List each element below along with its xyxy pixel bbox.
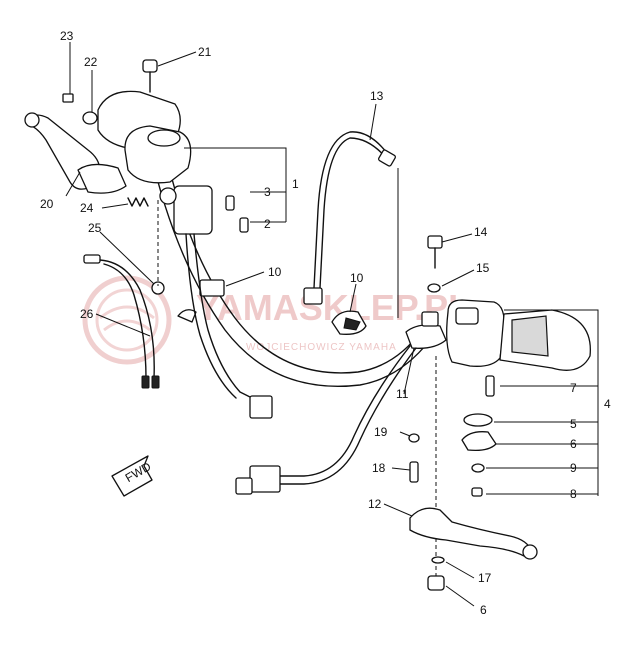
callout-24: 24 — [80, 201, 94, 215]
callout-6: 6 — [570, 437, 577, 451]
screw-23 — [62, 93, 74, 103]
right-switch-wiring — [235, 345, 417, 495]
callout-15: 15 — [476, 261, 490, 275]
screw-8 — [471, 487, 483, 497]
nut-22 — [82, 111, 98, 125]
callout-21: 21 — [198, 45, 212, 59]
callout-2: 2 — [264, 217, 271, 231]
callout-9: 9 — [570, 461, 577, 475]
callout-22: 22 — [84, 55, 98, 69]
left-switch-wiring — [185, 233, 273, 419]
collar-5 — [463, 413, 493, 427]
callout-17: 17 — [478, 571, 492, 585]
callout-18: 18 — [372, 461, 386, 475]
screw-7 — [485, 375, 495, 397]
right-connector — [249, 465, 281, 493]
washer-17 — [431, 556, 445, 564]
callout-19: 19 — [374, 425, 388, 439]
forward-arrow: FWD — [111, 455, 154, 497]
clamp-10 — [199, 279, 225, 297]
screw-21 — [142, 59, 158, 73]
washer-19 — [408, 433, 420, 443]
clutch-lever — [24, 112, 127, 194]
washer-9 — [471, 463, 485, 473]
cam-6 — [461, 431, 497, 452]
callout-25: 25 — [88, 221, 102, 235]
left-hardware — [62, 59, 249, 323]
callout-numbers: 23 22 21 20 24 25 26 1 3 2 10 13 10 11 1… — [40, 29, 611, 617]
callout-4: 4 — [604, 397, 611, 411]
callout-26: 26 — [80, 307, 94, 321]
callout-3: 3 — [264, 185, 271, 199]
wire-26 — [83, 254, 160, 389]
watermark-logo — [82, 275, 172, 365]
nut-25 — [151, 281, 165, 295]
brake-lever — [409, 507, 538, 591]
screw-3 — [225, 195, 235, 211]
callout-13: 13 — [370, 89, 384, 103]
callout-23: 23 — [60, 29, 74, 43]
screw-14 — [427, 235, 443, 249]
callout-20: 20 — [40, 197, 54, 211]
callout-11: 11 — [396, 387, 409, 401]
watermark: YAMASKLEP.PL WOJCIECHOWICZ YAMAHA — [82, 275, 470, 365]
callout-8: 8 — [570, 487, 577, 501]
group-brackets — [184, 147, 599, 496]
callout-1: 1 — [292, 177, 299, 191]
callout-14: 14 — [474, 225, 488, 239]
screw-2 — [239, 217, 249, 233]
washer-15 — [427, 283, 441, 293]
watermark-subtext: WOJCIECHOWICZ YAMAHA — [246, 342, 397, 353]
callout-10: 10 — [268, 265, 282, 279]
callout-10b: 10 — [350, 271, 364, 285]
callout-7: 7 — [570, 381, 577, 395]
bolt-18 — [409, 461, 419, 483]
left-grip-assembly — [97, 90, 213, 235]
throttle-cable — [303, 131, 399, 318]
callout-5: 5 — [570, 417, 577, 431]
left-connector — [249, 395, 273, 419]
callout-6b: 6 — [480, 603, 487, 617]
right-switch-assembly — [405, 299, 591, 371]
right-hardware — [408, 235, 497, 580]
callout-12: 12 — [368, 497, 382, 511]
nut-6 — [427, 575, 445, 591]
spring-24 — [127, 197, 149, 207]
choke-knob — [147, 129, 181, 147]
leader-lines — [65, 42, 475, 607]
left-switch-block — [173, 185, 213, 235]
